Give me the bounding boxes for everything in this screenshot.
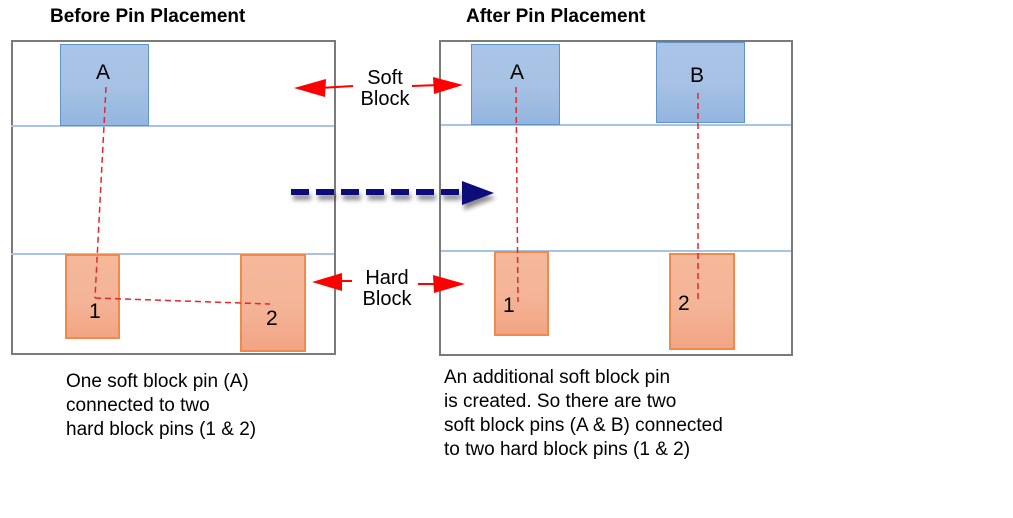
transition-arrow-icon [291, 181, 494, 205]
before-pin-2-label: 2 [266, 307, 278, 330]
before-pin-1-label: 1 [89, 300, 101, 323]
after-hard-block-2 [669, 253, 735, 350]
after-pin-1-label: 1 [503, 294, 515, 317]
hard-block-left-arrow-icon [312, 273, 352, 291]
hard-block-label-line: Block [362, 288, 412, 310]
before-hard-block-1 [65, 254, 120, 339]
after-hard-row-divider [441, 250, 791, 252]
soft-block-label-line: Soft [367, 67, 403, 89]
after-pin-b-label: B [690, 64, 705, 87]
after-soft-block-b [656, 42, 745, 123]
caption-line: One soft block pin (A) [66, 371, 249, 392]
caption-line: to two hard block pins (1 & 2) [444, 439, 691, 460]
soft-block-right-arrow-icon [411, 77, 463, 94]
after-net-a-to-1 [515, 86, 519, 303]
caption-line: connected to two [66, 395, 210, 416]
hard-block-label-line: Hard [365, 267, 409, 289]
before-caption: One soft block pin (A) connected to two … [66, 370, 256, 442]
after-caption: An additional soft block pin is created.… [444, 366, 723, 462]
caption-line: hard block pins (1 & 2) [66, 419, 257, 440]
before-hard-row-divider [11, 253, 334, 255]
caption-line: is created. So there are two [444, 391, 677, 412]
before-net-a-to-1 [94, 86, 107, 299]
after-pin-2-label: 2 [678, 292, 690, 315]
caption-line: soft block pins (A & B) connected [444, 415, 723, 436]
hard-block-right-arrow-icon [418, 275, 465, 293]
after-hard-block-1 [494, 251, 549, 336]
after-pin-a-label: A [510, 61, 525, 84]
soft-block-label: Soft Block [345, 68, 425, 110]
caption-line: An additional soft block pin [444, 367, 671, 388]
soft-block-label-line: Block [360, 88, 410, 110]
before-hard-block-2 [240, 254, 306, 352]
soft-block-left-arrow-icon [294, 79, 354, 97]
before-pin-a-label: A [96, 61, 111, 84]
before-title: Before Pin Placement [50, 6, 246, 27]
hard-block-label: Hard Block [347, 268, 427, 310]
after-soft-row-divider [441, 124, 791, 126]
before-soft-row-divider [11, 125, 334, 127]
after-title: After Pin Placement [466, 6, 646, 27]
before-net-1-to-2 [94, 297, 271, 305]
